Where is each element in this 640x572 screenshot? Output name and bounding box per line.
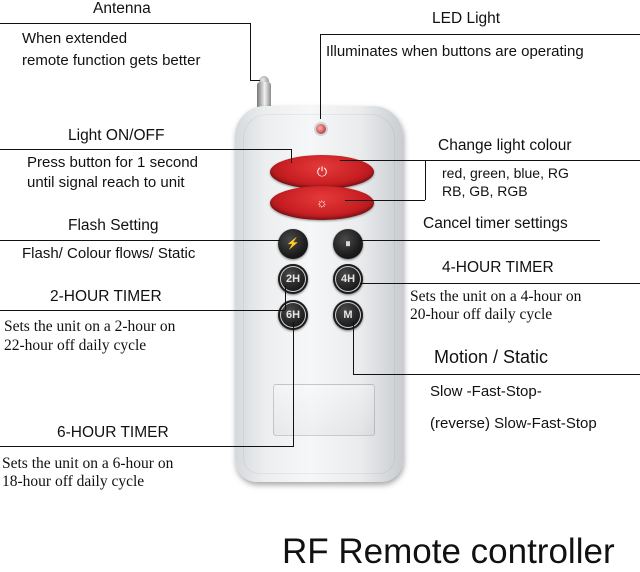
six-hour-divider: [0, 446, 294, 448]
motion-button[interactable]: M: [333, 300, 363, 330]
four-hour-heading: 4-HOUR TIMER: [442, 259, 554, 276]
antenna-heading: Antenna: [93, 0, 151, 17]
motion-heading: Motion / Static: [434, 347, 549, 367]
antenna-leader: [250, 80, 260, 82]
motion-leader: [353, 322, 355, 374]
flash-heading: Flash Setting: [68, 217, 159, 234]
cancel-divider: [360, 240, 600, 242]
four-hour-desc-line-1: Sets the unit on a 4-hour on: [410, 288, 582, 305]
six-hour-desc-line-2: 18-hour off daily cycle: [2, 473, 145, 490]
two-hour-button[interactable]: 2H: [278, 264, 308, 294]
light-onoff-desc-line-1: Press button for 1 second: [27, 154, 198, 171]
light-onoff-leader: [291, 149, 293, 163]
led-heading: LED Light: [432, 10, 501, 27]
motion-divider: [353, 374, 640, 376]
antenna-leader-vertical: [250, 23, 252, 81]
flash-divider: [0, 240, 280, 242]
flash-desc: Flash/ Colour flows/ Static: [22, 245, 196, 262]
four-hour-divider: [360, 283, 640, 285]
four-hour-desc-line-2: 20-hour off daily cycle: [410, 306, 553, 323]
four-hour-button[interactable]: 4H: [333, 264, 363, 294]
two-hour-leader: [285, 286, 287, 310]
cancel-timer-button[interactable]: ⏸: [333, 229, 363, 259]
six-hour-heading: 6-HOUR TIMER: [57, 424, 169, 441]
motion-desc-line-1: Slow -Fast-Stop-: [430, 383, 542, 400]
led-leader: [320, 34, 322, 119]
motion-desc-line-2: (reverse) Slow-Fast-Stop: [430, 415, 597, 432]
light-onoff-divider: [0, 149, 292, 151]
two-hour-divider: [0, 310, 285, 312]
change-colour-desc-line-2: RB, GB, RGB: [442, 183, 528, 199]
change-colour-bracket: [425, 160, 427, 200]
change-colour-divider: [340, 160, 640, 162]
remote-bezel: [243, 114, 395, 474]
two-hour-heading: 2-HOUR TIMER: [50, 288, 162, 305]
change-colour-heading: Change light colour: [438, 137, 572, 154]
caption-title: RF Remote controller: [282, 532, 615, 571]
change-colour-leader: [345, 200, 425, 202]
battery-cover: [273, 384, 375, 436]
antenna-desc-line-2: remote function gets better: [22, 52, 201, 69]
light-onoff-heading: Light ON/OFF: [68, 127, 165, 144]
antenna-desc-line-1: When extended: [22, 30, 128, 47]
two-hour-desc-line-1: Sets the unit on a 2-hour on: [4, 318, 176, 335]
two-hour-desc-line-2: 22-hour off daily cycle: [4, 337, 147, 354]
cancel-heading: Cancel timer settings: [423, 215, 568, 232]
flash-button[interactable]: ⚡: [278, 229, 308, 259]
light-onoff-desc-line-2: until signal reach to unit: [27, 174, 185, 191]
antenna-tip: [259, 76, 269, 86]
six-hour-leader: [293, 322, 295, 446]
led-indicator: [316, 124, 326, 134]
antenna: [257, 82, 271, 108]
led-desc: Illuminates when buttons are operating: [326, 43, 584, 60]
change-colour-desc-line-1: red, green, blue, RG: [442, 165, 569, 181]
antenna-divider: [0, 23, 250, 25]
light-colour-button[interactable]: ☼: [270, 186, 374, 220]
led-divider: [320, 34, 640, 36]
six-hour-desc-line-1: Sets the unit on a 6-hour on: [2, 455, 174, 472]
